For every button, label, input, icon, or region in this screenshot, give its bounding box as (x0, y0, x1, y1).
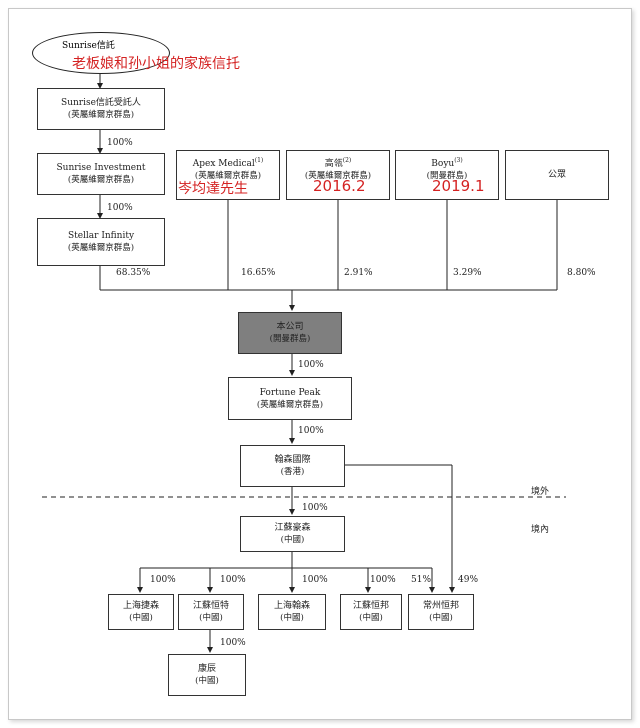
pct-to-jiesen: 100% (150, 575, 176, 585)
box-shanghai-jiesen: 上海捷森 (中國) (108, 594, 174, 630)
box-gaoling: 高瓴(2) (英屬維爾京群島) (286, 150, 390, 200)
pct-company-to-fortune: 100% (298, 360, 324, 370)
pct-fortune-to-hansen: 100% (298, 426, 324, 436)
box-stellar-infinity: Stellar Infinity (英屬維爾京群島) (37, 218, 165, 266)
box-changzhou-hengbang: 常州恒邦 (中國) (408, 594, 474, 630)
box-hansen-intl: 翰森國際 (香港) (240, 445, 345, 487)
pct-sunrise-to-stellar: 100% (107, 203, 133, 213)
box-jiangsu-haosen: 江蘇豪森 (中國) (240, 516, 345, 552)
box-jiangsu-hengbang: 江蘇恒邦 (中國) (340, 594, 402, 630)
apex-annotation: 岑均達先生 (178, 181, 248, 197)
box-apex-medical: Apex Medical(1) (英屬維爾京群島) (176, 150, 280, 200)
region-onshore: 境內 (531, 525, 550, 535)
box-jiangsu-hengte: 江蘇恒特 (中國) (178, 594, 244, 630)
box-shanghai-hansen: 上海翰森 (中國) (258, 594, 326, 630)
boyu-annotation: 2019.1 (432, 177, 485, 195)
trust-annotation: 老板娘和孙小姐的家族信托 (72, 56, 240, 72)
pct-stellar: 68.35% (116, 268, 151, 278)
region-offshore: 境外 (531, 487, 550, 497)
pct-apex: 16.65% (241, 268, 276, 278)
pct-trustee-to-sunrise: 100% (107, 138, 133, 148)
pct-to-jiangsu-hengbang: 100% (370, 575, 396, 585)
box-boyu: Boyu(3) (開曼群島) (395, 150, 499, 200)
pct-boyu: 3.29% (453, 268, 482, 278)
pct-to-shanghai-hansen: 100% (302, 575, 328, 585)
trust-ellipse (32, 32, 170, 74)
box-company: 本公司 (開曼群島) (238, 312, 342, 354)
pct-hansen-to-jiangsu: 100% (302, 503, 328, 513)
box-kangchen: 康辰 (中國) (168, 654, 246, 696)
pct-public: 8.80% (567, 268, 596, 278)
box-sunrise-investment: Sunrise Investment (英屬維爾京群島) (37, 153, 165, 195)
trust-name: Sunrise信託 (62, 41, 115, 51)
pct-hengte-to-kangchen: 100% (220, 638, 246, 648)
gaoling-annotation: 2016.2 (313, 177, 366, 195)
pct-to-changzhou-49: 49% (458, 575, 479, 585)
box-trustee: Sunrise信託受託人 (英屬維爾京群島) (37, 88, 165, 130)
pct-to-changzhou-51: 51% (411, 575, 432, 585)
box-fortune-peak: Fortune Peak (英屬維爾京群島) (228, 377, 352, 420)
pct-gaoling: 2.91% (344, 268, 373, 278)
pct-to-hengte: 100% (220, 575, 246, 585)
box-public: 公眾 (505, 150, 609, 200)
